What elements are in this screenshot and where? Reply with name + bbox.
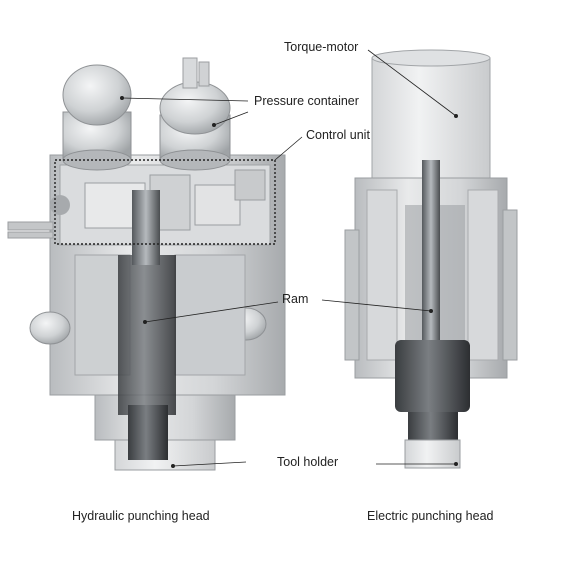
leader-torque-motor [367, 49, 457, 117]
electric-ram-shaft [422, 160, 440, 350]
caption-hydraulic: Hydraulic punching head [72, 509, 210, 523]
leader-lines [120, 49, 458, 468]
label-tool-holder: Tool holder [277, 455, 339, 469]
label-ram: Ram [282, 292, 309, 306]
spindle-nut [395, 340, 470, 412]
pressure-container-right [159, 81, 231, 171]
control-unit-outline [54, 159, 276, 245]
label-control-unit: Control unit [306, 128, 370, 142]
pressure-container-left [62, 64, 132, 171]
hydraulic-punching-head [7, 57, 286, 471]
torque-motor-housing [371, 57, 491, 179]
leader-ram-right [321, 299, 432, 312]
side-accumulator-left [29, 311, 71, 345]
electric-punching-head [344, 49, 518, 469]
electric-tool-holder [404, 439, 461, 469]
leader-ram-left [144, 301, 279, 323]
label-torque-motor: Torque-motor [284, 40, 359, 54]
caption-electric: Electric punching head [367, 509, 494, 523]
leader-pressure-container-2 [213, 111, 249, 126]
label-pressure-container: Pressure container [254, 94, 359, 108]
leader-tool-holder-left [172, 461, 247, 467]
leader-control-unit [274, 136, 303, 161]
hydraulic-ram-cylinder [118, 255, 176, 415]
leader-pressure-container-1 [121, 97, 249, 102]
